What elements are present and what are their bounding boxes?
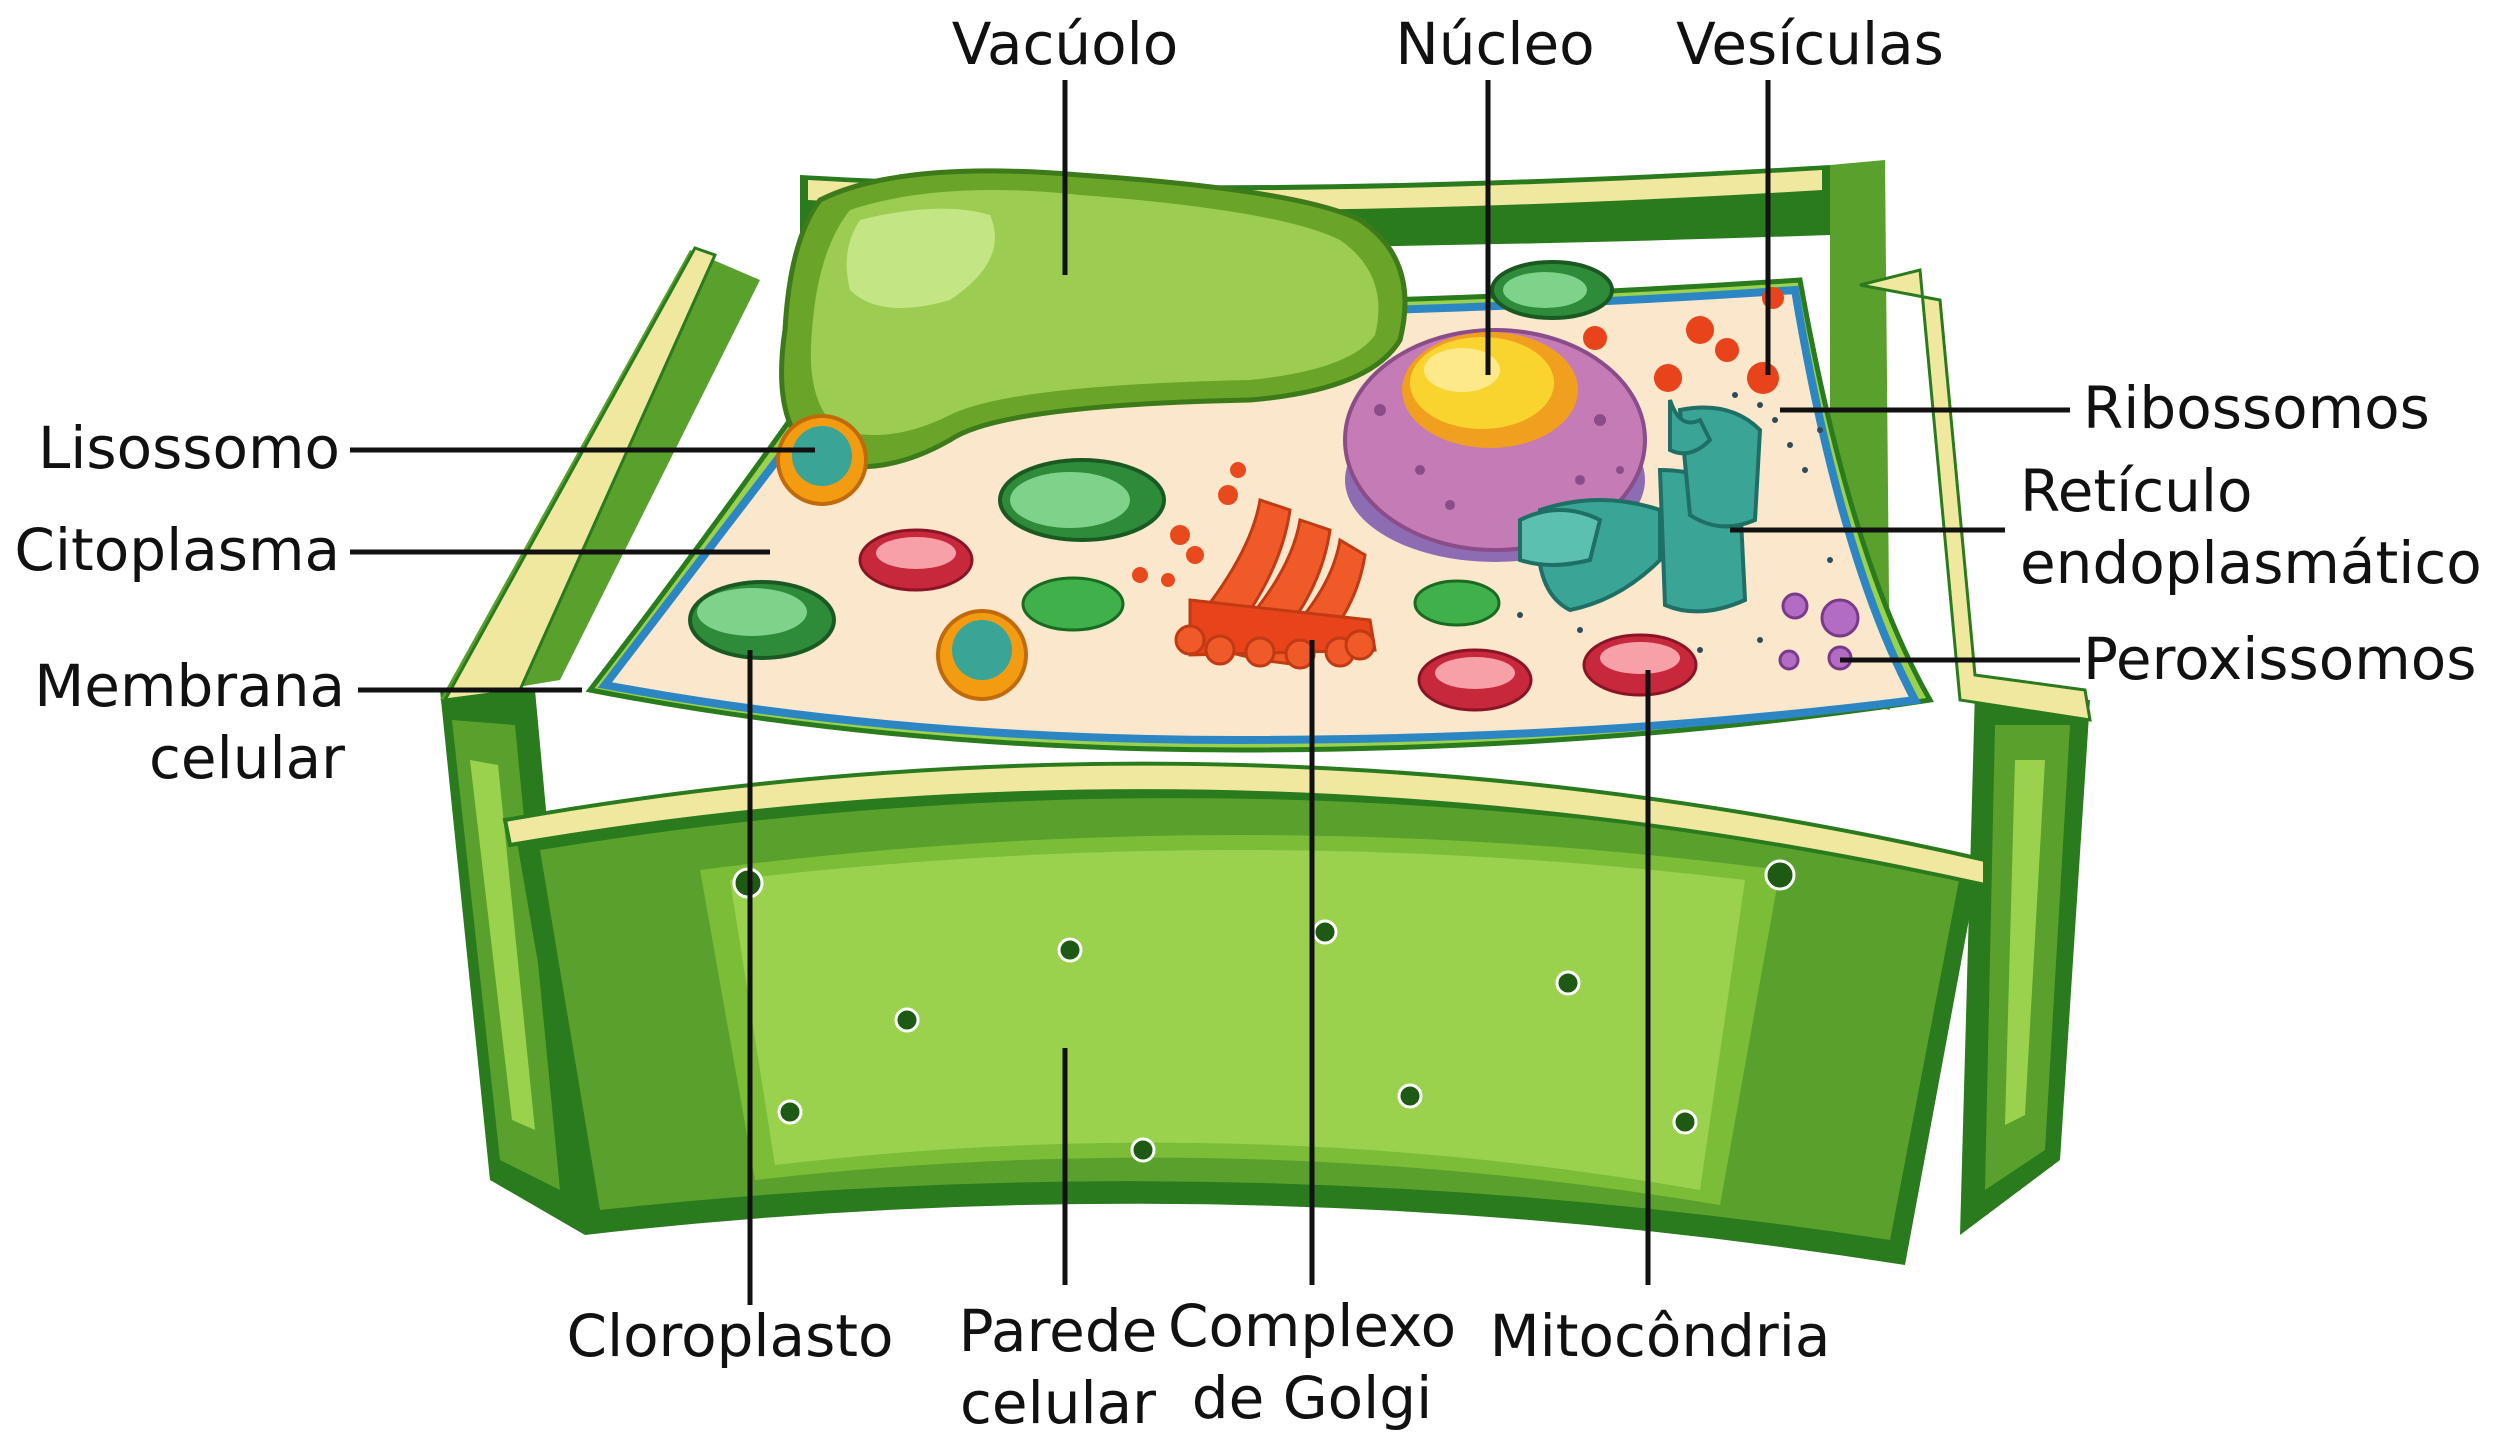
- label-nucleo: Núcleo: [1395, 10, 1595, 78]
- chloroplasts: [688, 260, 1614, 660]
- label-reticulo: Retículo endoplasmático: [2020, 455, 2482, 599]
- label-parede: Parede celular: [959, 1295, 1158, 1439]
- label-reticulo-line2: endoplasmático: [2020, 529, 2482, 597]
- leader-lines: [350, 80, 2080, 1305]
- label-lisossomo: Lisossomo: [37, 414, 340, 482]
- endoplasmic-reticulum: [1518, 399, 1763, 614]
- nucleus: [1343, 328, 1647, 562]
- label-reticulo-line1: Retículo: [2020, 457, 2253, 525]
- lysosomes: [776, 414, 1028, 701]
- label-membrana-line2: celular: [149, 724, 345, 792]
- label-parede-line2: celular: [960, 1369, 1156, 1437]
- label-cloroplasto: Cloroplasto: [566, 1302, 894, 1370]
- label-membrana-line1: Membrana: [34, 652, 345, 720]
- label-citoplasma: Citoplasma: [14, 516, 340, 584]
- label-vacuolo: Vacúolo: [951, 10, 1179, 78]
- peroxisomes: [1778, 592, 1860, 671]
- label-membrana: Membrana celular: [34, 650, 345, 794]
- label-peroxissomos: Peroxissomos: [2083, 625, 2477, 693]
- label-mitocondria: Mitocôndria: [1489, 1302, 1831, 1370]
- golgi-apparatus: [1174, 498, 1377, 670]
- vacuole: [779, 168, 1408, 470]
- label-golgi: Complexo de Golgi: [1168, 1290, 1456, 1434]
- label-parede-line1: Parede: [958, 1297, 1158, 1365]
- label-golgi-line2: de Golgi: [1191, 1364, 1433, 1432]
- label-ribossomos: Ribossomos: [2083, 374, 2430, 442]
- ribosomes: [1517, 392, 1848, 653]
- label-vesiculas: Vesículas: [1676, 10, 1944, 78]
- label-golgi-line1: Complexo: [1167, 1292, 1457, 1360]
